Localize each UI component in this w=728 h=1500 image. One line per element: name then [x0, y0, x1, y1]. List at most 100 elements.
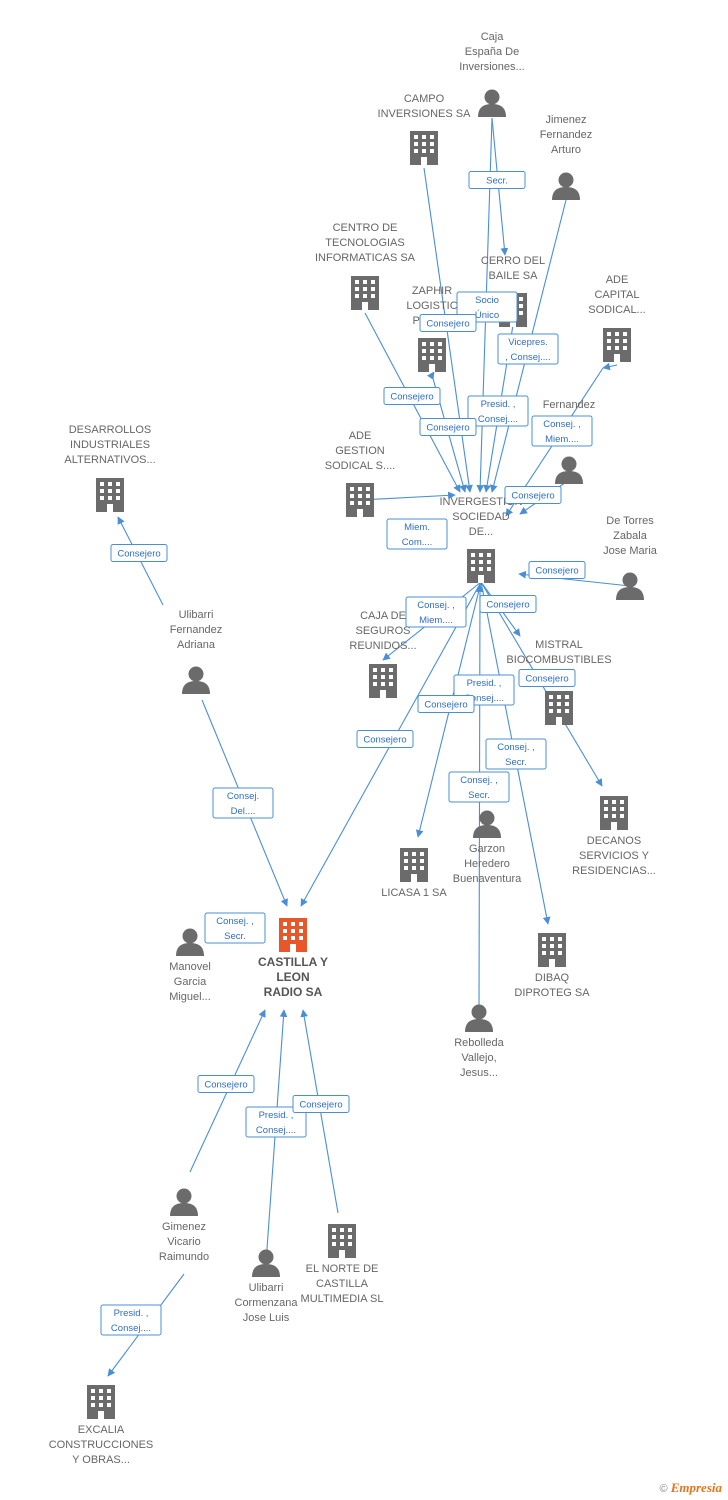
- building-icon: [603, 328, 631, 362]
- role-text: Consejero: [525, 674, 568, 685]
- role-text: Consej. ,Secr.: [460, 775, 498, 801]
- role-label-r-presid-consej-ulibarri[interactable]: Presid. ,Consej....: [245, 1106, 307, 1138]
- role-label-r-mistral-consejero2[interactable]: Consejero: [518, 669, 576, 687]
- role-text: Consejero: [486, 600, 529, 611]
- role-box: [497, 333, 559, 365]
- role-label-r-secr[interactable]: Secr.: [468, 171, 526, 189]
- role-box: [479, 595, 537, 613]
- role-label-r-vicepres[interactable]: Vicepres., Consej....: [497, 333, 559, 365]
- role-label-r-miem-com[interactable]: Miem.Com....: [386, 518, 448, 550]
- role-label-r-consej-miem-caja[interactable]: Consej. ,Miem....: [405, 596, 467, 628]
- role-text: Presid. ,Consej....: [464, 678, 504, 704]
- role-text: Consejero: [426, 319, 469, 330]
- role-label-r-consej-secr-manovel[interactable]: Consej. ,Secr.: [204, 912, 266, 944]
- role-box: [356, 730, 414, 748]
- role-label-r-presid-consej-top[interactable]: Presid. ,Consej....: [467, 395, 529, 427]
- brand-logo-text[interactable]: Empresia: [670, 1480, 722, 1495]
- building-icon: [400, 848, 428, 882]
- role-label-r-zaphir-consejero[interactable]: Consejero: [419, 314, 477, 332]
- role-text: Consej.Del....: [227, 791, 259, 817]
- role-label-r-castilla-consejero[interactable]: Consejero: [356, 730, 414, 748]
- role-label-r-mistral-consejero1[interactable]: Consejero: [479, 595, 537, 613]
- role-label-r-consej-del[interactable]: Consej.Del....: [212, 787, 274, 819]
- role-label-r-fernandez-consejero[interactable]: Consejero: [504, 486, 562, 504]
- role-text: Consejero: [117, 549, 160, 560]
- role-text: Consejero: [426, 423, 469, 434]
- role-box: [386, 518, 448, 550]
- building-icon: [369, 664, 397, 698]
- person-icon: [252, 1249, 280, 1277]
- node-licasa[interactable]: LICASA 1 SA: [381, 848, 447, 899]
- role-text: Consej. ,Secr.: [216, 916, 254, 942]
- footer-credit: © Empresia: [660, 1480, 722, 1496]
- copyright-symbol: ©: [659, 1483, 668, 1495]
- person-icon: [555, 456, 583, 484]
- role-label-r-consej-miem-ade[interactable]: Consej. ,Miem....: [531, 415, 593, 447]
- role-label-r-presid-consej-excalia[interactable]: Presid. ,Consej....: [100, 1304, 162, 1336]
- role-label-r-norte-consejero[interactable]: Consejero: [292, 1095, 350, 1113]
- role-label-r-detorres-consejero[interactable]: Consejero: [528, 561, 586, 579]
- role-label-r-gimenez-consejero[interactable]: Consejero: [197, 1075, 255, 1093]
- role-box: [383, 387, 441, 405]
- role-label-r-consej-secr-garzon[interactable]: Consej. ,Secr.: [448, 771, 510, 803]
- building-icon: [467, 549, 495, 583]
- building-icon: [346, 483, 374, 517]
- role-text: Consejero: [390, 392, 433, 403]
- person-icon: [176, 928, 204, 956]
- role-text: Consejero: [424, 700, 467, 711]
- role-box: [110, 544, 168, 562]
- building-icon: [600, 796, 628, 830]
- person-icon: [182, 666, 210, 694]
- role-label-r-consej-secr-dibaq[interactable]: Consej. ,Secr.: [485, 738, 547, 770]
- role-label-r-desarrollos-consejero[interactable]: Consejero: [110, 544, 168, 562]
- role-box: [504, 486, 562, 504]
- role-label-r-centro-consejero[interactable]: Consejero: [383, 387, 441, 405]
- role-box: [485, 738, 547, 770]
- role-label-r-licasa-consejero[interactable]: Consejero: [417, 695, 475, 713]
- role-text: Presid. ,Consej....: [256, 1110, 296, 1136]
- building-icon: [418, 338, 446, 372]
- edge-line: [359, 491, 456, 501]
- role-text: Consejero: [363, 735, 406, 746]
- role-label-r-inv-consejero[interactable]: Consejero: [419, 418, 477, 436]
- node-fernandez[interactable]: Fernandez: [543, 399, 596, 484]
